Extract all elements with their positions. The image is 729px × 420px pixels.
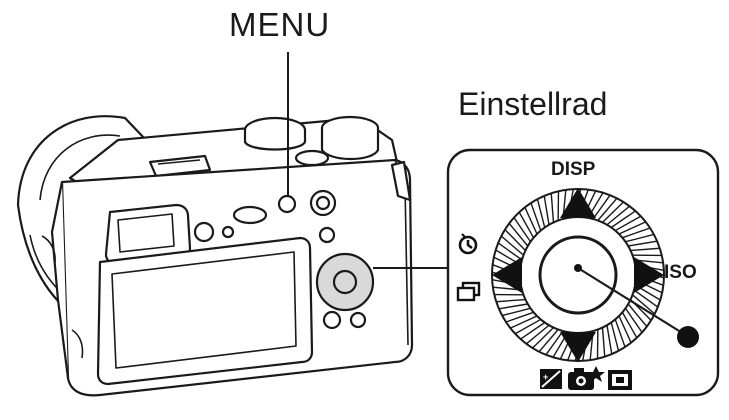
function-dot-icon (677, 326, 699, 348)
svg-text:+: + (543, 372, 548, 382)
iso-label: ISO (664, 262, 697, 284)
menu-label: MENU (229, 6, 330, 44)
center-button[interactable] (540, 237, 616, 313)
menu-button[interactable] (279, 196, 295, 212)
disp-label: DISP (551, 159, 595, 181)
control-wheel-label: Einstellrad (458, 86, 607, 123)
exposure-compensation-icon: + (540, 369, 562, 389)
camera-illustration (18, 116, 412, 395)
image-size-icon (608, 370, 632, 390)
mode-selector (234, 207, 266, 223)
